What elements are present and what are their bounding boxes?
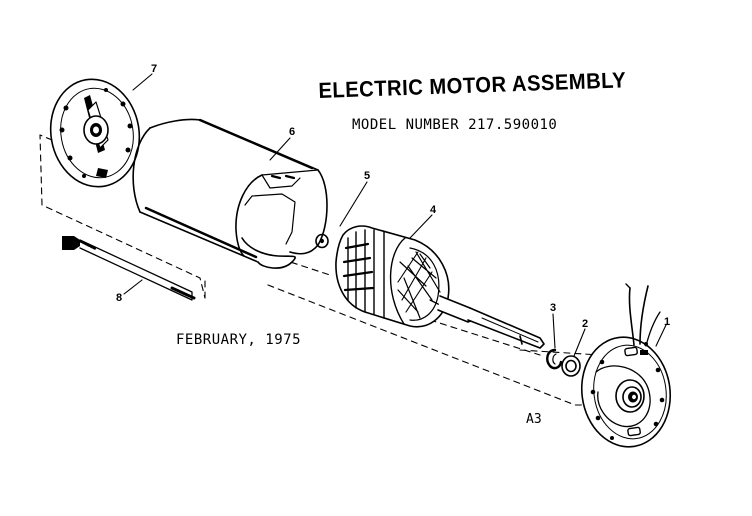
part-number-8: 8 [116,292,123,304]
part-5-washer [315,233,329,249]
exploded-view-guide-lines [39,134,601,406]
part-number-6: 6 [289,126,296,138]
revision-date: FEBRUARY, 1975 [176,332,302,348]
part-1-end-bell-with-leads [580,283,672,448]
part-number-1: 1 [664,316,671,328]
model-number: MODEL NUMBER 217.590010 [352,117,558,133]
part-number-4: 4 [430,204,437,216]
sheet-code: A3 [526,412,542,427]
part-number-5: 5 [364,170,371,182]
part-3-retaining-ring [546,348,563,370]
part-number-3: 3 [550,302,557,314]
callout-leader-lines [123,73,667,357]
part-6-stator-housing [132,118,328,269]
part-number-7: 7 [151,63,158,75]
part-7-end-bell [49,78,141,188]
part-8-through-bolt [62,236,196,301]
part-number-2: 2 [582,318,589,330]
part-4-armature [335,225,545,349]
part-2-thrust-washer [561,355,581,377]
